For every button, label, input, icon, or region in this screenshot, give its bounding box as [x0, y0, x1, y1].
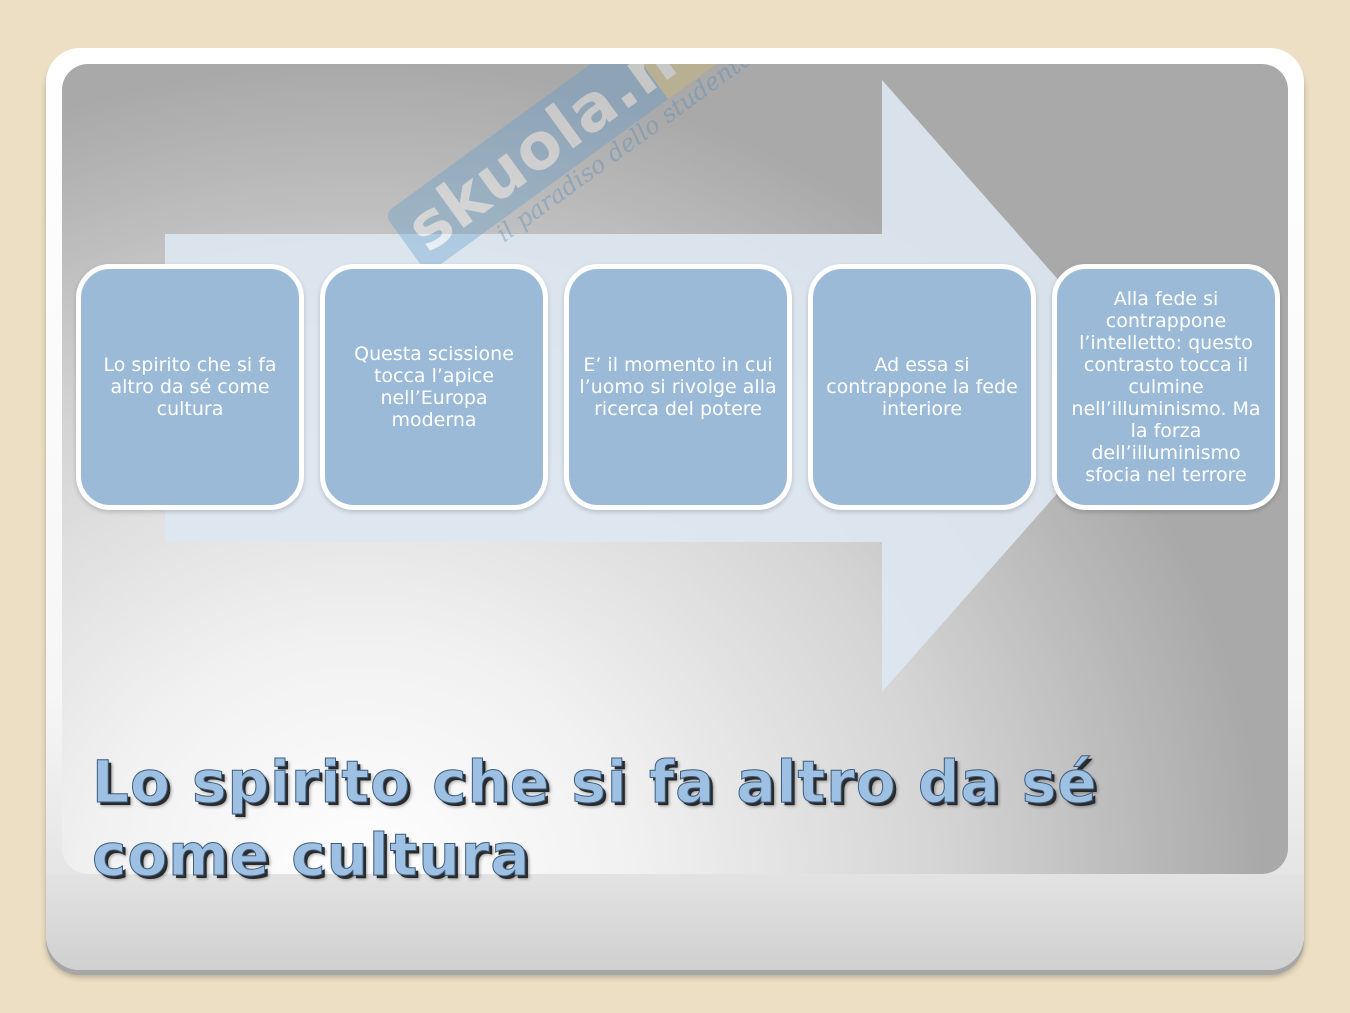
process-step-3: E’ il momento in cui l’uomo si rivolge a…	[564, 264, 792, 510]
process-step-5-text: Alla fede si contrappone l’intelletto: q…	[1071, 288, 1261, 486]
process-step-2-text: Questa scissione tocca l’apice nell’Euro…	[354, 343, 514, 431]
process-step-4: Ad essa si contrappone la fede interiore	[808, 264, 1036, 510]
process-step-5: Alla fede si contrappone l’intelletto: q…	[1052, 264, 1280, 510]
process-step-1: Lo spirito che si fa altro da sé come cu…	[76, 264, 304, 510]
process-step-3-text: E’ il momento in cui l’uomo si rivolge a…	[579, 354, 777, 420]
slide-footer-band	[46, 874, 1304, 970]
process-step-1-text: Lo spirito che si fa altro da sé come cu…	[103, 354, 277, 420]
process-step-4-text: Ad essa si contrappone la fede interiore	[826, 354, 1018, 420]
slide-title: Lo spirito che si fa altro da sé come cu…	[92, 748, 1098, 890]
process-step-2: Questa scissione tocca l’apice nell’Euro…	[320, 264, 548, 510]
